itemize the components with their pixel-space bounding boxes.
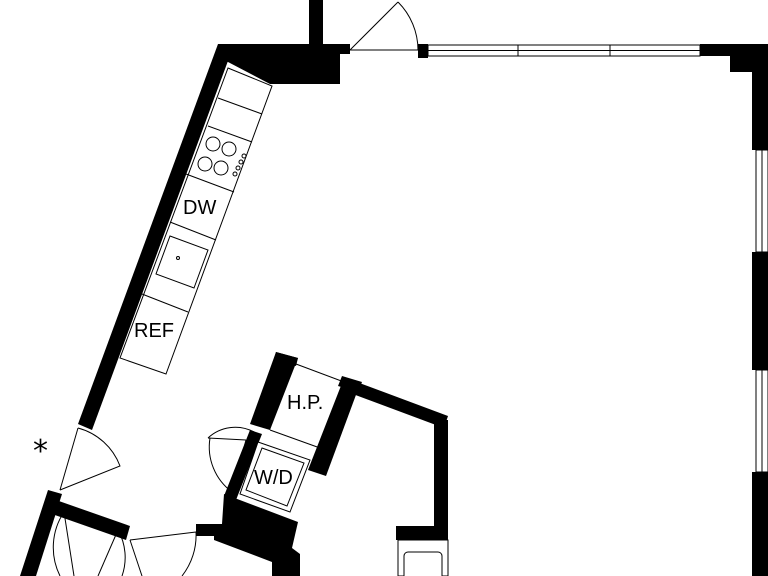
closet-top-block xyxy=(274,352,298,366)
dishwasher-label: DW xyxy=(183,197,216,219)
lower-left-wall xyxy=(52,500,130,540)
door-marker: * xyxy=(33,434,48,469)
wd-wall-left xyxy=(224,430,262,500)
bathtub-icon xyxy=(397,539,449,576)
kitchen-counter xyxy=(119,67,273,375)
lower-stub xyxy=(196,524,218,536)
wall-top-stub xyxy=(309,0,323,48)
partition-vertical xyxy=(434,420,448,540)
refrigerator-label: REF xyxy=(134,320,174,342)
wall-top-right-corner xyxy=(700,44,768,76)
top-window xyxy=(418,44,701,58)
heat-pump-label: H.P. xyxy=(287,392,323,414)
exterior-walls xyxy=(20,0,768,576)
washer-dryer-label: W/D xyxy=(254,467,293,489)
wall-left-diagonal xyxy=(78,44,232,430)
lower-middle-door xyxy=(129,531,197,576)
window-jamb-left xyxy=(418,44,428,58)
wall-right-3 xyxy=(752,472,768,576)
partition-diagonal xyxy=(342,378,448,428)
cooktop-icon xyxy=(197,136,247,177)
wall-right-1 xyxy=(752,60,768,150)
heat-pump-closet xyxy=(250,352,362,476)
closet-wall-left xyxy=(250,352,298,430)
interior-partition xyxy=(342,378,448,540)
side-door xyxy=(59,427,121,491)
washer-dryer-closet xyxy=(224,430,311,513)
closet-wall-right xyxy=(308,378,360,476)
lower-central-block xyxy=(214,494,300,576)
wall-right-2 xyxy=(752,252,768,370)
right-windows xyxy=(755,149,768,473)
wall-left-lower xyxy=(20,490,62,576)
sink-icon xyxy=(155,235,209,289)
wall-top-left-corner xyxy=(218,44,350,84)
lower-left-doors xyxy=(52,511,126,576)
partition-foot xyxy=(396,526,448,540)
wd-door xyxy=(207,426,255,493)
top-door xyxy=(349,1,419,51)
